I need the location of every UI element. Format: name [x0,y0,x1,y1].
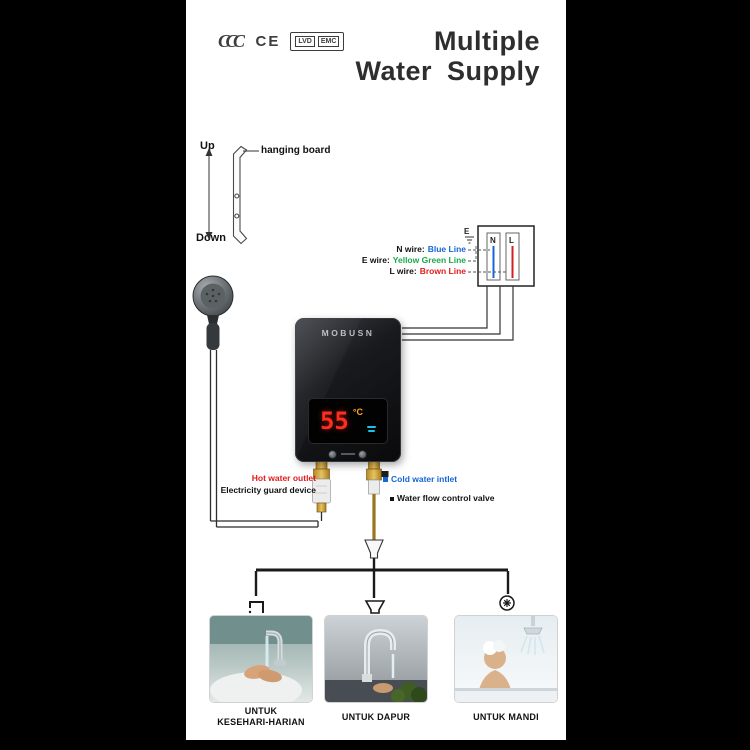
water-flow-icon [367,425,376,434]
usage-daily-line2: KESEHARI-HARIAN [217,717,305,727]
wire-e-prefix: E wire: [361,254,390,265]
cold-inlet-text: Cold water intlet [391,474,458,484]
up-label: Up [200,140,215,152]
faucet-icon [248,601,264,614]
hot-water-outlet-label: Hot water outlet [251,473,316,483]
usage-label-kitchen: UNTUK DAPUR [325,712,427,723]
usage-label-daily: UNTUK KESEHARI-HARIAN [210,706,312,728]
headline-line2: Water Supply [355,56,540,86]
certification-marks: CCC CE LVD EMC [218,31,345,52]
electricity-guard-device-label: Electricity guard device [220,485,316,495]
bottom-black-bar [0,740,750,750]
right-black-bar [566,0,750,750]
wire-legend-row-e: E wire:Yellow Green Line [348,255,466,266]
headline-line1: Multiple [434,26,540,56]
wire-l-value: Brown Line [419,265,466,276]
cold-inlet-fitting [364,460,389,559]
wire-e-value: Yellow Green Line [392,254,466,265]
emc-chip: EMC [317,36,340,47]
heater-button-left [329,451,336,458]
wire-n-prefix: N wire: [396,244,425,254]
photo-daily-handwash [210,616,312,702]
photo-shower-bath [455,616,557,702]
photo-kitchen-faucet [325,616,427,702]
hot-outlet-fitting [312,460,331,521]
down-label: Down [196,232,226,244]
lvd-emc-certification-icon: LVD EMC [290,32,345,51]
hanging-board-illustration [232,145,248,245]
terminal-e-label: E [464,227,470,236]
temperature-unit: °C [352,407,363,417]
left-black-bar [0,0,186,750]
wire-legend-row-l: L wire:Brown Line [348,266,466,277]
wall-terminal-box: N L E [464,225,535,287]
water-flow-valve-label: Water flow control valve [390,493,494,503]
usage-kitchen-line1: UNTUK DAPUR [341,712,411,722]
heater-model-text [341,453,355,455]
heater-button-right [359,451,366,458]
water-heater-unit: MOBUSN 55 °C [295,318,401,462]
power-wires [402,286,514,341]
wire-n-value: Blue Line [427,244,466,254]
wire-l-prefix: L wire: [389,265,417,276]
shower-spray-icon [499,595,515,611]
shower-nozzle-dots [205,288,221,303]
headline: Multiple Water Supply [300,26,540,86]
valve-bullet [390,496,394,501]
terminal-n-label: N [490,236,496,245]
cold-water-inlet-label: Cold water intlet [383,474,457,484]
ce-certification-icon: CE [255,33,281,50]
earth-symbol-icon [465,236,474,244]
temperature-value: 55 [319,407,349,435]
shower-head-illustration [192,275,234,350]
distribution-pipes [254,558,510,598]
ccc-certification-icon: CCC [218,31,245,51]
lvd-chip: LVD [295,36,315,47]
usage-bath-line1: UNTUK MANDI [473,712,539,722]
hot-water-hose-line [209,350,319,528]
usage-label-bath: UNTUK MANDI [455,712,557,723]
wire-legend-row-n: N wire:Blue Line [348,244,466,255]
wire-leader-dashes [468,246,506,273]
up-down-arrow [205,148,213,240]
cold-inlet-bullet [383,477,388,483]
hanging-board-label: hanging board [261,145,331,156]
valve-text: Water flow control valve [397,493,495,503]
temperature-display: 55 °C [308,398,388,444]
wire-legend: N wire:Blue Line E wire:Yellow Green Lin… [348,244,466,276]
terminal-l-label: L [509,236,514,245]
brand-logo: MOBUSN [321,328,375,338]
tap-funnel-icon [364,600,386,614]
usage-daily-line1: UNTUK [244,706,278,716]
